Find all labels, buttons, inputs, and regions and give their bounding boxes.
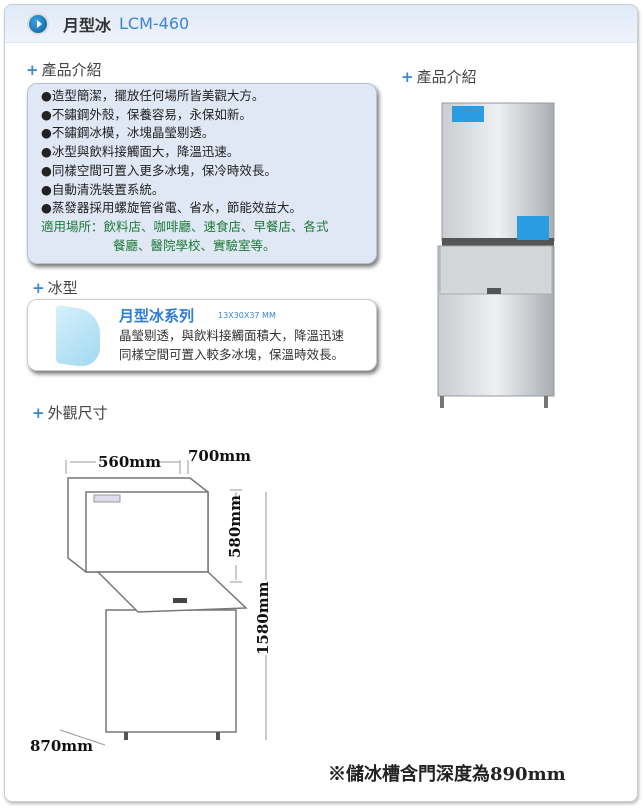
model-number: LCM-460 — [119, 14, 190, 33]
feature-item: ●不鏽鋼外殼，保養容易，永保如新。 — [41, 106, 252, 122]
header: 月型冰 LCM-460 — [5, 5, 637, 43]
dimension-diagram: 560mm 700mm 580mm 1580mm 870mm — [30, 447, 272, 755]
page-title: 月型冰 — [63, 15, 112, 35]
ice-series: 月型冰系列 — [119, 307, 195, 325]
section-heading: 冰型 — [47, 279, 78, 297]
ice-size: 13X30X37 MM — [218, 311, 276, 320]
ice-desc-line: 晶瑩剔透，與飲料接觸面積大，降溫迅速 — [119, 328, 345, 343]
plus-icon: + — [32, 278, 45, 297]
feature-item: ●自動清洗裝置系統。 — [41, 181, 165, 197]
intro-box: ●造型簡潔，擺放任何場所皆美觀大方。 ●不鏽鋼外殼，保養容易，永保如新。 ●不鏽… — [27, 83, 377, 264]
feature-item: ●不鏽鋼冰模，冰塊晶瑩剔透。 — [41, 125, 215, 141]
width-label: 560mm — [98, 453, 161, 471]
section-heading: 產品介紹 — [416, 68, 477, 86]
machine-photo — [437, 102, 555, 408]
section-dimensions: +外觀尺寸 — [32, 402, 108, 423]
ice-cube-image — [56, 304, 100, 370]
plus-icon: + — [26, 60, 39, 79]
ice-desc-line: 同樣空間可置入較多冰塊，保溫時效長。 — [119, 347, 345, 362]
feature-item: ●造型簡潔，擺放任何場所皆美觀大方。 — [41, 88, 265, 103]
feature-item: ●同樣空間可置入更多冰塊，保冷時效長。 — [41, 162, 277, 178]
section-heading: 產品介紹 — [41, 61, 102, 79]
section-heading: 外觀尺寸 — [47, 404, 108, 422]
section-photo: +產品介紹 — [401, 66, 477, 87]
section-intro: +產品介紹 — [26, 59, 102, 80]
plus-icon: + — [401, 67, 414, 86]
top-height-label: 580mm — [226, 495, 244, 558]
feature-item: ●蒸發器採用螺旋管省電、省水，節能效益大。 — [41, 200, 302, 216]
usage-text: 適用場所：飲料店、咖啡廳、速食店、早餐店、各式 — [41, 218, 329, 234]
bin-depth-label: 870mm — [30, 737, 93, 755]
depth-label: 700mm — [188, 447, 251, 465]
ice-desc: 晶瑩剔透，與飲料接觸面積大，降溫迅速同樣空間可置入較多冰塊，保溫時效長。 — [119, 326, 344, 364]
total-height-label: 1580mm — [254, 581, 272, 655]
usage-text: 餐廳、醫院學校、實驗室等。 — [113, 237, 276, 253]
plus-icon: + — [32, 403, 45, 422]
ice-box: 月型冰系列 13X30X37 MM 晶瑩剔透，與飲料接觸面積大，降溫迅速同樣空間… — [27, 299, 377, 371]
section-ice: +冰型 — [32, 277, 78, 298]
depth-note: ※儲冰槽含門深度為890mm — [328, 764, 566, 785]
feature-item: ●冰型與飲料接觸面大，降溫迅速。 — [41, 144, 240, 160]
play-icon — [27, 12, 49, 35]
